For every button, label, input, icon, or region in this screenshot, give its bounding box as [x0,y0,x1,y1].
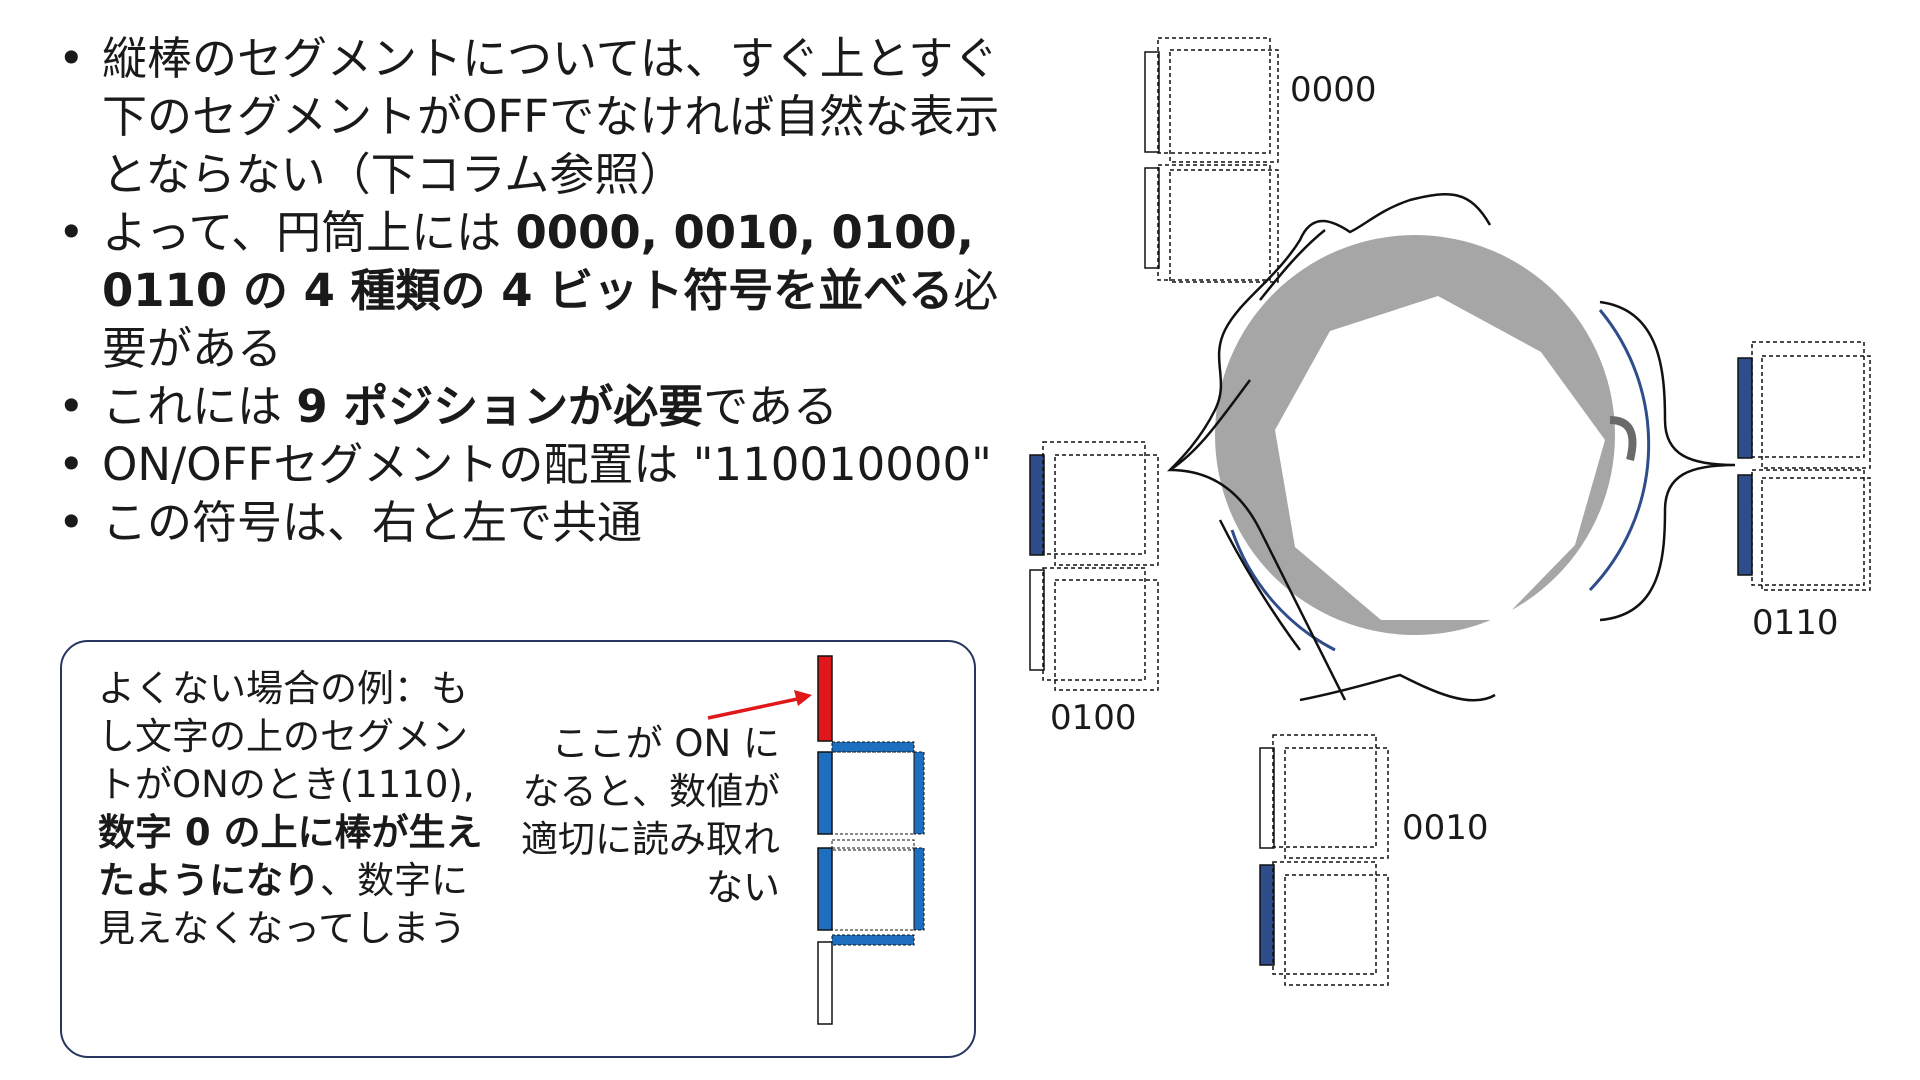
bullet-item: ON/OFFセグメントの配置は "110010000" [50,436,1000,494]
bullet-item: この符号は、右と左で共通 [50,494,1000,552]
digit-0010-diagram [1259,734,1389,986]
bullet-text: 縦棒のセグメントについては、すぐ上とすぐ下のセグメントがOFFでなければ自然な表… [102,32,1000,201]
cylinder-ring [1215,235,1651,652]
brace-group [1166,193,1736,702]
bullet-text: よって、円筒上には [102,206,516,259]
bullet-list: 縦棒のセグメントについては、すぐ上とすぐ下のセグメントがOFFでなければ自然な表… [50,30,1000,552]
code-label-bottom: 0010 [1402,808,1489,848]
column-explanation: よくない場合の例：もし文字の上のセグメントがONのとき(1110), 数字 0 … [98,665,498,953]
bullet-item: 縦棒のセグメントについては、すぐ上とすぐ下のセグメントがOFFでなければ自然な表… [50,30,1000,204]
warning-arrow [707,690,812,720]
column-text: 、数字に見えなくなってしまう [98,859,468,950]
arrow-note: ここが ON になると、数値が適切に読み取れない [521,722,780,909]
bullet-text: これには [102,380,297,433]
bullet-item: これには 9 ポジションが必要である [50,378,1000,436]
code-label-top: 0000 [1290,70,1377,110]
bullet-item: よって、円筒上には 0000, 0010, 0100, 0110 の 4 種類の… [50,204,1000,378]
bullet-text: 必要がある [102,264,999,375]
bullet-text: ON/OFFセグメントの配置は "110010000" [102,438,992,491]
bullet-emphasis: 0000, 0010, 0100, 0110 の 4 種類の 4 ビット符号を並… [102,206,974,317]
digit-0110-diagram [1737,341,1871,591]
digit-0100-diagram [1029,441,1159,691]
bullet-text: である [703,380,838,433]
column-text: よくない場合の例：もし文字の上のセグメントがONのとき(1110), [98,667,475,806]
code-label-left: 0100 [1050,698,1137,738]
column-emphasis: 数字 0 の上に棒が生えたようになり [98,811,483,902]
digit-0000-diagram [1144,37,1279,283]
bullet-emphasis: 9 ポジションが必要 [296,380,704,433]
bullet-text: この符号は、右と左で共通 [102,496,643,549]
code-label-right: 0110 [1752,603,1839,643]
bad-example-digit [817,655,925,1025]
column-box [60,640,976,1058]
